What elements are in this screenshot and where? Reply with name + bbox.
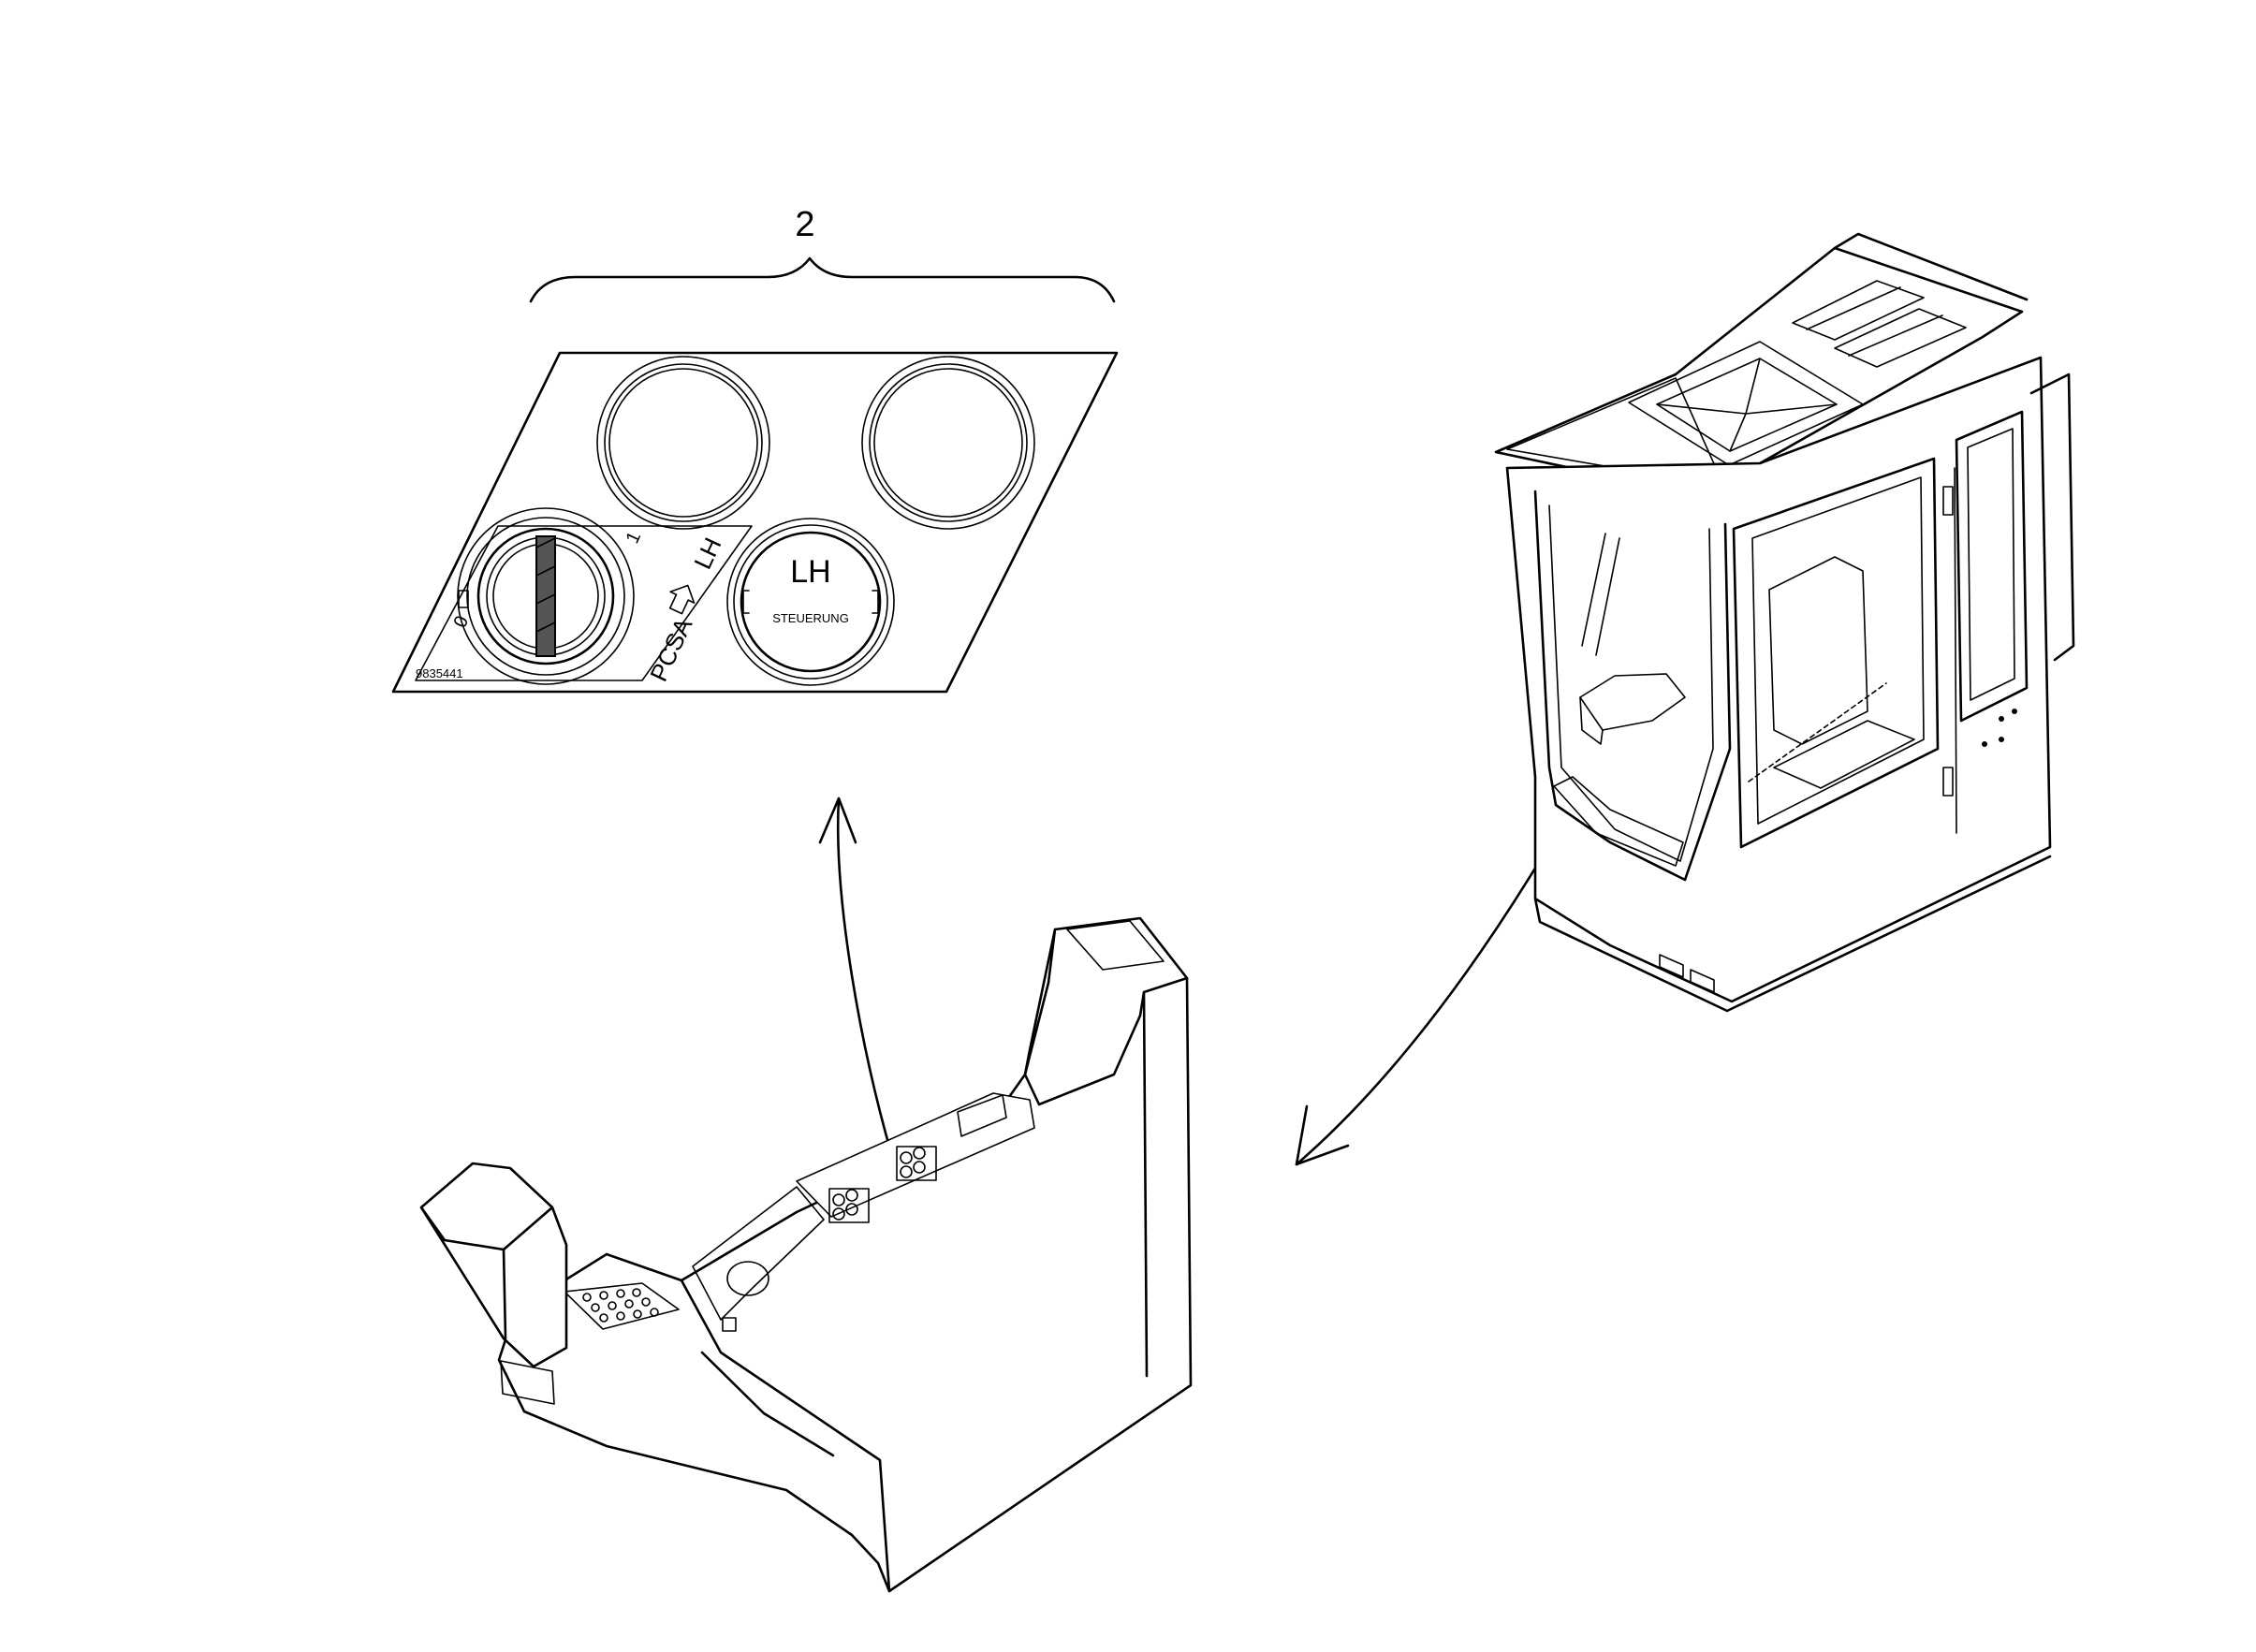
- seat-back: [1768, 556, 1868, 745]
- cab-body-seam: [1954, 467, 1957, 834]
- callout-number: 2: [795, 205, 814, 244]
- roof-panel-rear-2: [1834, 308, 1967, 368]
- armrest-top-edge: [419, 1206, 554, 1251]
- shelf-display-window: [957, 1094, 1007, 1137]
- callout-2: 2: [529, 205, 1116, 303]
- armrest-front-edge: [502, 1248, 507, 1340]
- roof-vent-pyramid: [1656, 358, 1838, 452]
- front-lower-window: [1553, 776, 1684, 867]
- side-rear-glass: [1967, 428, 2015, 701]
- door-window: [1751, 476, 1925, 825]
- tower-top-recess: [1066, 920, 1165, 971]
- console-crease: [700, 1351, 835, 1457]
- mode-arrow-icon: [668, 584, 696, 615]
- console-front-fold: [680, 1279, 891, 1593]
- tower-edge: [1142, 990, 1149, 1378]
- rotary-dial: [726, 1261, 769, 1296]
- seat-chain: [1748, 682, 1887, 782]
- callout-brace: [529, 256, 1116, 303]
- console-side-panel: [692, 1186, 825, 1321]
- lh-indicator-lamp: [726, 518, 895, 686]
- operator-cab: [1494, 232, 2075, 1013]
- roof-panel-rear-1: [1792, 280, 1925, 341]
- skirt-vent-1: [1659, 954, 1684, 978]
- decal-outline: [391, 351, 1119, 694]
- front-window-inner: [1548, 504, 1714, 862]
- armrest-cushion: [419, 1162, 568, 1368]
- roof-hatch: [1628, 341, 1864, 466]
- door-hinge-top: [1942, 486, 1954, 516]
- armrest-side-cover: [500, 1360, 555, 1405]
- switch-notch: [458, 590, 469, 608]
- roof-rear-edge: [1833, 232, 2029, 301]
- key-slot: [535, 535, 556, 657]
- cab-console-side: [1579, 696, 1604, 745]
- part-number: 9835441: [416, 666, 463, 680]
- switch-bank-right: [896, 1146, 937, 1181]
- switch-bank-left: [828, 1188, 870, 1223]
- seat-cushion: [1773, 720, 1915, 789]
- indicator-title: LH: [790, 554, 830, 590]
- gauge-opening-upper-right: [861, 356, 1035, 530]
- wiper-arm: [1581, 533, 1620, 656]
- armrest-holes: [582, 1288, 659, 1323]
- side-rear-window: [1955, 410, 2029, 723]
- door-frame: [1732, 457, 1940, 849]
- switch-sub-area: [415, 525, 753, 681]
- arrow-to-decal: [818, 797, 893, 1155]
- perforated-armrest-pad: [564, 1282, 680, 1330]
- switch-shelf: [796, 1092, 1035, 1218]
- door-hinge-bottom: [1942, 767, 1954, 797]
- cab-handrail: [2029, 373, 2075, 662]
- indicator-subtitle: STEUERUNG: [772, 611, 849, 625]
- key-switch-knob: [457, 507, 635, 685]
- small-button: [722, 1317, 737, 1332]
- decal-panel: 0 1 PCSA LH LH STEUERUNG 9835441: [391, 351, 1119, 694]
- gauge-opening-upper-left: [596, 356, 770, 530]
- front-window-frame: [1533, 490, 1732, 882]
- console-body: [497, 916, 1193, 1593]
- operator-console: [419, 916, 1193, 1593]
- skirt-vent-2: [1690, 969, 1715, 993]
- side-fastener: [1999, 716, 2004, 722]
- cab-lower-skirt: [1533, 855, 2052, 1013]
